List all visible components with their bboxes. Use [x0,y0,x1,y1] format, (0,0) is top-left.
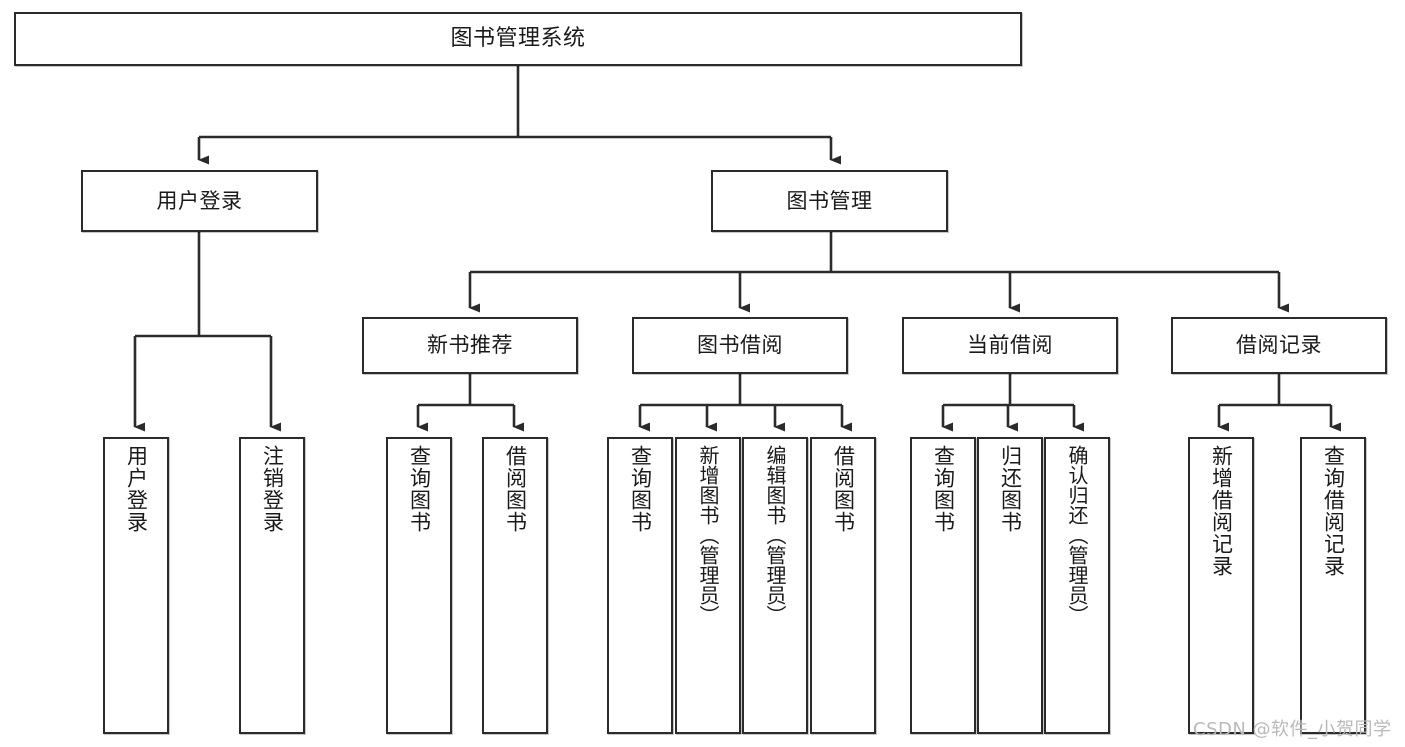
node-label: 确认归还（管理员） [1065,445,1089,625]
leaf-current-borrow-return-book[interactable]: 归还图书 [977,437,1043,734]
node-label: 注销登录 [260,445,285,533]
leaf-book-borrow-borrow-book[interactable]: 借阅图书 [810,437,876,734]
node-label: 借阅记录 [1236,333,1322,358]
node-label: 借阅图书 [831,445,856,533]
csdn-watermark: CSDN @软件_小贺同学 [1193,719,1392,740]
node-label: 新增借阅记录 [1209,445,1234,577]
leaf-user-login-logout[interactable]: 注销登录 [239,437,305,734]
node-label: 借阅图书 [503,445,528,533]
node-label: 用户登录 [156,188,243,213]
node-root-book-management-system[interactable]: 图书管理系统 [14,12,1022,66]
node-book-management[interactable]: 图书管理 [711,170,948,232]
node-label: 用户登录 [124,445,149,533]
node-current-borrowing[interactable]: 当前借阅 [902,317,1118,374]
node-label: 新书推荐 [427,333,513,358]
leaf-current-borrow-confirm-return-admin[interactable]: 确认归还（管理员） [1044,437,1110,734]
node-label: 查询图书 [407,445,432,533]
node-label: 查询图书 [931,445,956,533]
node-label: 查询借阅记录 [1321,445,1346,577]
node-label: 当前借阅 [967,333,1053,358]
node-label: 图书管理系统 [450,26,586,52]
leaf-current-borrow-query-book[interactable]: 查询图书 [910,437,976,734]
node-user-login[interactable]: 用户登录 [81,170,318,232]
node-borrowing-record[interactable]: 借阅记录 [1171,317,1387,374]
node-label: 新增图书（管理员） [696,445,720,625]
leaf-new-books-query-book[interactable]: 查询图书 [386,437,452,734]
leaf-new-books-borrow-book[interactable]: 借阅图书 [482,437,548,734]
node-label: 查询图书 [628,445,653,533]
node-new-book-recommendation[interactable]: 新书推荐 [362,317,578,374]
leaf-book-borrow-query-book[interactable]: 查询图书 [607,437,673,734]
node-label: 归还图书 [998,445,1023,533]
node-label: 编辑图书（管理员） [763,445,787,625]
leaf-borrow-record-query-record[interactable]: 查询借阅记录 [1300,437,1366,734]
leaf-book-borrow-add-book-admin[interactable]: 新增图书（管理员） [675,437,741,734]
node-label: 图书借阅 [697,333,783,358]
leaf-user-login-login[interactable]: 用户登录 [103,437,169,734]
node-book-borrowing[interactable]: 图书借阅 [632,317,848,374]
leaf-book-borrow-edit-book-admin[interactable]: 编辑图书（管理员） [742,437,808,734]
node-label: 图书管理 [786,188,873,213]
leaf-borrow-record-add-record[interactable]: 新增借阅记录 [1188,437,1254,734]
